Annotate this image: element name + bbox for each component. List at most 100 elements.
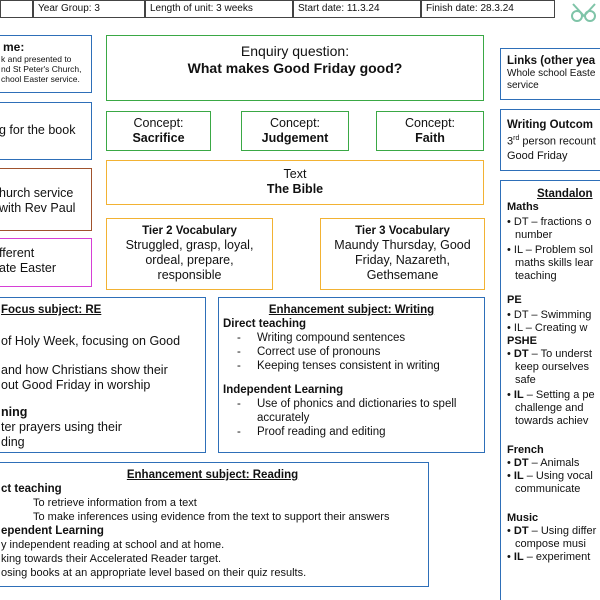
theme-line: nd St Peter's Church, — [1, 64, 82, 74]
focus-re-line: and how Christians show their — [1, 363, 168, 377]
focus-re-line: of Holy Week, focusing on Good — [1, 334, 181, 348]
tier3-line: Maundy Thursday, Good — [334, 238, 471, 252]
concept-value: Faith — [415, 131, 445, 145]
maths-heading: Maths — [507, 201, 539, 213]
concept-value: Judgement — [261, 131, 329, 145]
music-il: • IL – experiment — [507, 551, 591, 563]
different-line: ate Easter — [0, 261, 56, 275]
list-item: Keeping tenses consistent in writing — [237, 359, 484, 373]
links-box: Links (other yea Whole school Easte serv… — [500, 48, 600, 100]
pshe-dt: • DT – To underst — [507, 348, 592, 360]
list-item: Proof reading and editing — [237, 425, 474, 439]
pshe-dt-cont: keep ourselves — [515, 361, 589, 373]
french-il: • IL – Using vocal — [507, 470, 593, 482]
enquiry-question-box: Enquiry question: What makes Good Friday… — [106, 35, 484, 101]
text-value: The Bible — [266, 182, 324, 196]
writing-outcome-line: 3rd person recount — [501, 132, 600, 149]
il-label: IL — [513, 470, 524, 482]
music-dt: • DT – Using differ — [507, 525, 597, 537]
focus-re-line: ter prayers using their — [1, 420, 122, 434]
theme-line: chool Easter service. — [1, 74, 80, 84]
focus-re-title: Focus subject: RE — [1, 304, 102, 316]
concept-value: Sacrifice — [132, 131, 185, 145]
year-group-cell: Year Group: 3 — [33, 0, 145, 18]
concept-box-sacrifice: Concept: Sacrifice — [106, 111, 211, 151]
french-il-cont: communicate — [515, 483, 581, 495]
concept-box-faith: Concept: Faith — [376, 111, 484, 151]
church-line: with Rev Paul — [0, 201, 76, 215]
il-label: IL — [513, 551, 524, 563]
writing-il-heading: Independent Learning — [223, 384, 344, 396]
list-item: Writing compound sentences — [237, 331, 484, 345]
music-dt-text: – Using differ — [528, 525, 597, 537]
reading-dt-line: To retrieve information from a text — [33, 497, 197, 509]
tier2-title: Tier 2 Vocabulary — [142, 225, 237, 237]
tier2-line: Struggled, grasp, loyal, — [125, 238, 254, 252]
links-line: service — [507, 80, 539, 91]
reading-title: Enhancement subject: Reading — [126, 469, 299, 481]
maths-dt-cont: number — [515, 229, 553, 241]
pshe-il-cont: towards achiev — [515, 415, 589, 427]
different-line: fferent — [0, 246, 35, 260]
pshe-il-cont: challenge and — [515, 402, 584, 414]
writing-enhancement-box: Enhancement subject: Writing Direct teac… — [218, 297, 485, 453]
writing-title: Enhancement subject: Writing — [268, 304, 435, 316]
text-label: Text — [283, 167, 307, 181]
tier2-vocabulary-box: Tier 2 Vocabulary Struggled, grasp, loya… — [106, 218, 273, 290]
reading-il-heading: ependent Learning — [1, 525, 104, 537]
pe-il: • IL – Creating w — [507, 322, 588, 334]
list-item: Use of phonics and dictionaries to spell… — [237, 397, 474, 425]
school-logo-icon — [571, 3, 596, 22]
music-dt-cont: compose musi — [515, 538, 586, 550]
writing-outcome-title: Writing Outcom — [507, 119, 594, 131]
dt-label: DT — [513, 348, 529, 360]
standalone-box: Standalon Maths • DT – fractions o numbe… — [500, 180, 600, 600]
maths-il: • IL – Problem sol — [507, 244, 593, 256]
pshe-dt-text: – To underst — [528, 348, 592, 360]
writing-dt-heading: Direct teaching — [223, 318, 307, 330]
finish-date-cell: Finish date: 28.3.24 — [421, 0, 555, 18]
church-line: hurch service — [0, 186, 74, 200]
left-theme-box: me: k and presented to nd St Peter's Chu… — [0, 35, 92, 93]
writing-outcome-rest: person recount — [519, 135, 596, 148]
concept-label: Concept: — [269, 116, 321, 130]
text-box: Text The Bible — [106, 160, 484, 205]
music-il-text: – experiment — [523, 551, 591, 563]
tier3-vocabulary-box: Tier 3 Vocabulary Maundy Thursday, Good … — [320, 218, 485, 290]
book-text: g for the book — [0, 123, 76, 137]
reading-dt-line: To make inferences using evidence from t… — [33, 511, 390, 523]
music-heading: Music — [507, 512, 539, 524]
start-date-cell: Start date: 11.3.24 — [293, 0, 421, 18]
tier3-title: Tier 3 Vocabulary — [355, 225, 450, 237]
tier3-line: Gethsemane — [366, 268, 439, 282]
links-title: Links (other yea — [507, 55, 596, 67]
unit-length-cell: Length of unit: 3 weeks — [145, 0, 293, 18]
reading-enhancement-box: Enhancement subject: Reading ct teaching… — [0, 462, 429, 587]
enquiry-question: What makes Good Friday good? — [187, 60, 403, 76]
tier2-line: responsible — [157, 268, 222, 282]
pshe-il: • IL – Setting a pe — [507, 389, 595, 401]
left-book-box: g for the book — [0, 102, 92, 160]
left-church-box: hurch service with Rev Paul — [0, 168, 92, 231]
writing-outcome-box: Writing Outcom 3rd person recount Good F… — [500, 109, 600, 171]
focus-re-line: ding — [1, 435, 25, 449]
maths-dt: • DT – fractions o — [507, 216, 592, 228]
pshe-il-text: – Setting a pe — [523, 389, 595, 401]
french-dt: • DT – Animals — [507, 457, 580, 469]
pe-dt: • DT – Swimming — [507, 309, 592, 321]
reading-dt-heading: ct teaching — [1, 483, 62, 495]
focus-re-line: out Good Friday in worship — [1, 378, 151, 392]
writing-outcome-line: Good Friday — [507, 149, 568, 162]
french-il-text: – Using vocal — [523, 470, 593, 482]
writing-il-list: Use of phonics and dictionaries to spell… — [219, 397, 484, 439]
french-dt-text: – Animals — [528, 457, 580, 469]
pshe-dt-cont: safe — [515, 374, 536, 386]
left-different-box: fferent ate Easter — [0, 238, 92, 287]
enquiry-label: Enquiry question: — [240, 43, 350, 59]
concept-box-judgement: Concept: Judgement — [241, 111, 349, 151]
theme-title: me: — [3, 40, 25, 54]
dt-label: DT — [513, 457, 529, 469]
writing-dt-list: Writing compound sentences Correct use o… — [219, 331, 484, 373]
pe-heading: PE — [507, 294, 522, 306]
maths-il-cont: teaching — [515, 270, 557, 282]
